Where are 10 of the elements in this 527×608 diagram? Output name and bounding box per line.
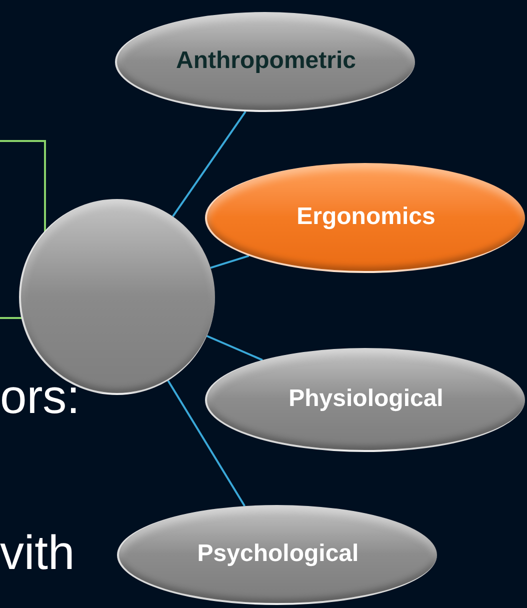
node-label: Physiological (288, 384, 444, 414)
slide-text: vith (0, 530, 75, 578)
node-label: Anthropometric (176, 46, 356, 76)
node-label: Ergonomics (296, 202, 436, 232)
connector-line (167, 380, 246, 507)
slide-text: ors: (0, 374, 80, 422)
connector-line (172, 111, 246, 218)
connector-line (206, 335, 263, 361)
connector-line (210, 254, 250, 269)
node-label: Psychological (197, 539, 359, 569)
